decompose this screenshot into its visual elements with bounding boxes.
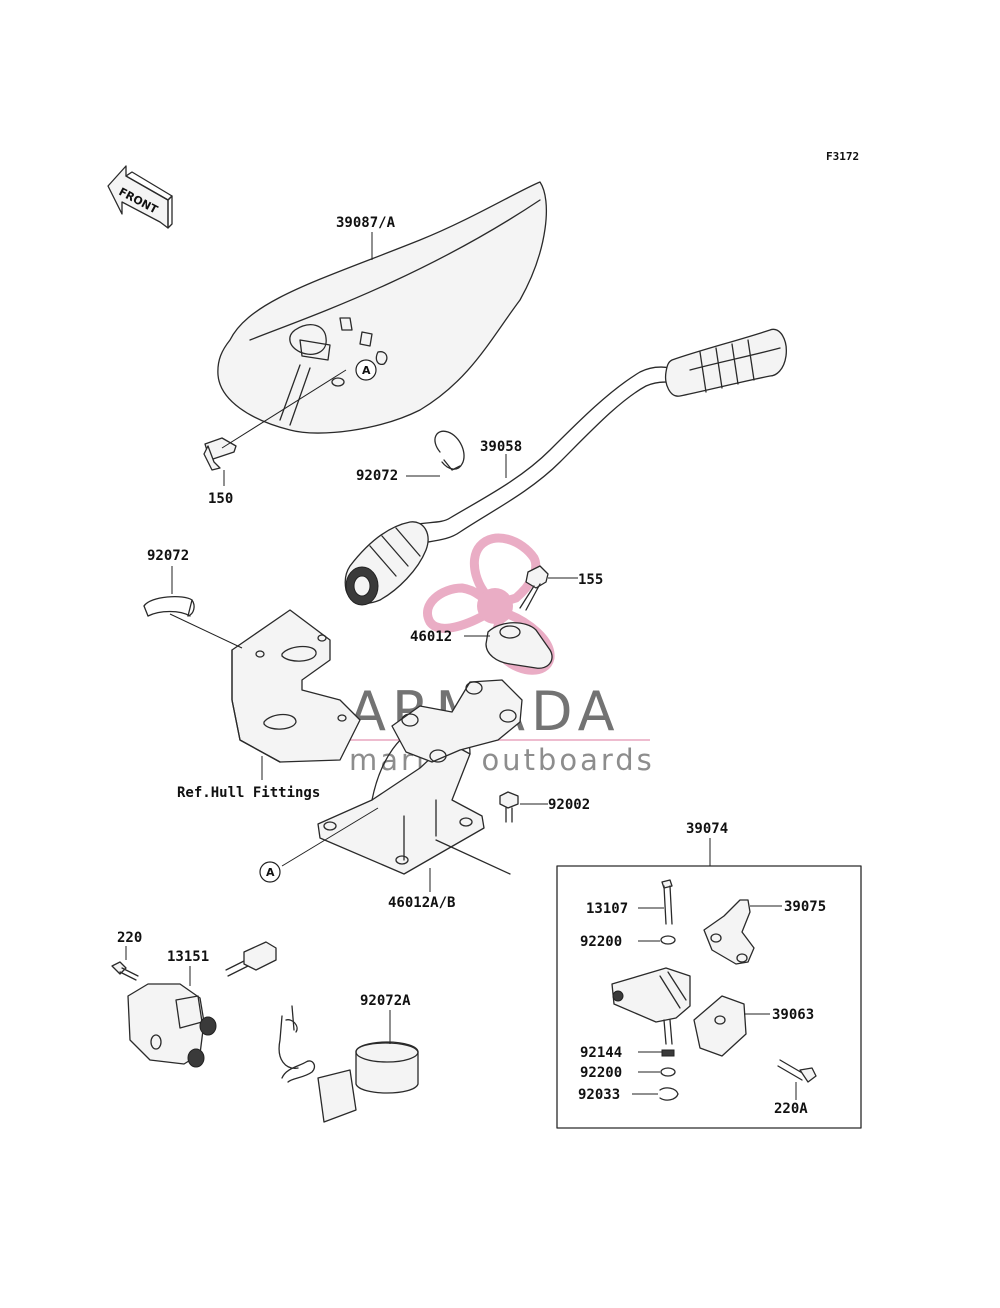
bolt-220-icon: [111, 961, 139, 981]
clamp-92072-upper-icon: [434, 430, 465, 471]
label-bolt-155: 155: [578, 572, 603, 588]
label-hull-reference: Ref.Hull Fittings: [177, 785, 320, 801]
leader-lines: [125, 232, 797, 1100]
label-switch-13151: 13151: [167, 949, 209, 965]
svg-text:A: A: [266, 866, 275, 879]
label-circlip-92033: 92033: [578, 1087, 620, 1103]
label-washer-92200-upper: 92200: [580, 934, 622, 950]
lever-39075: [703, 899, 755, 965]
label-bolt-220A: 220A: [774, 1101, 808, 1117]
switch-13151: [127, 941, 277, 1068]
watermark-tagline: marine outboards: [349, 743, 655, 777]
bolt-92002-icon: [499, 791, 519, 823]
hull-fittings-bracket: [231, 609, 361, 763]
clamp-92072-left-icon: [143, 595, 195, 617]
label-post-46012AB: 46012A/B: [388, 895, 455, 911]
cover-39087A: [217, 181, 548, 434]
label-bolt-150: 150: [208, 491, 233, 507]
label-bracket-39063: 39063: [772, 1007, 814, 1023]
reference-callout-lower: A: [259, 861, 281, 883]
spring-92144-icon: [661, 1049, 675, 1057]
label-switch-bolt-220: 220: [117, 930, 142, 946]
label-clamp-92072-upper: 92072: [356, 468, 398, 484]
front-arrow-icon: FRONT: [107, 165, 173, 229]
label-washer-92200-lower: 92200: [580, 1065, 622, 1081]
reference-callout-upper: A: [355, 359, 377, 381]
figure-code: F3172: [826, 150, 859, 163]
label-bolt-92002: 92002: [548, 797, 590, 813]
label-lever-assy: 39074: [686, 821, 728, 837]
label-lever-39075: 39075: [784, 899, 826, 915]
holder-46012: [485, 622, 553, 669]
lever-assy-39074-box: [556, 865, 862, 1129]
handlebar-39058: [344, 328, 787, 606]
label-cover: 39087/A: [336, 215, 396, 231]
label-clamp-92072-left: 92072: [147, 548, 189, 564]
washer-92200-upper-icon: [660, 935, 676, 945]
lever-body: [611, 967, 691, 1045]
bolt-155-icon: [519, 565, 549, 611]
label-clamp-92072A: 92072A: [360, 993, 411, 1009]
label-holder-46012: 46012: [410, 629, 452, 645]
svg-text:A: A: [362, 364, 371, 377]
clamp-92072A: [278, 1005, 419, 1123]
steering-post-46012AB: [317, 679, 523, 875]
pin-13107-icon: [661, 879, 673, 925]
circlip-92033-icon: [659, 1087, 679, 1101]
label-spring-92144: 92144: [580, 1045, 622, 1061]
label-handlebar: 39058: [480, 439, 522, 455]
bolt-220A-icon: [777, 1059, 817, 1083]
bracket-39063: [693, 995, 747, 1057]
washer-92200-lower-icon: [660, 1067, 676, 1077]
label-pin-13107: 13107: [586, 901, 628, 917]
